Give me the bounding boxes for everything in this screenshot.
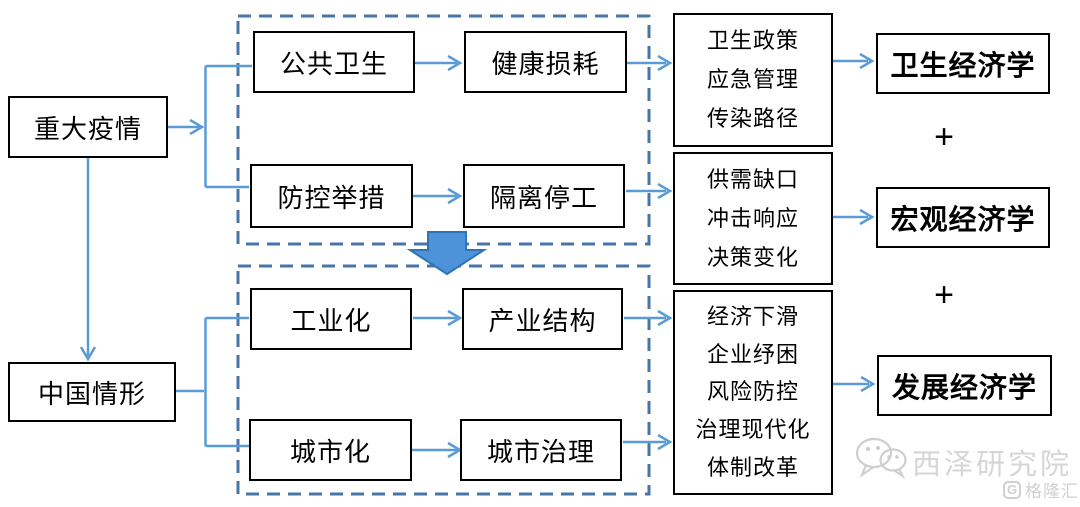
watermark-gelonghui-label: 格隆汇: [1025, 482, 1079, 501]
impact-line: 企业纾困: [706, 341, 799, 367]
impact-box-development: 经济下滑 企业纾困 风险防控 治理现代化 体制改革: [673, 290, 833, 495]
arrows: [79, 52, 876, 459]
impact-line: 卫生政策: [706, 27, 799, 53]
impact-line: 体制改革: [706, 455, 799, 481]
node-control-measures: 防控举措: [250, 164, 413, 228]
watermark-gelonghui: G 格隆汇: [1003, 477, 1079, 502]
impact-line: 传染路径: [706, 106, 799, 132]
node-urban-governance: 城市治理: [460, 419, 622, 481]
node-health-loss: 健康损耗: [464, 31, 627, 93]
impact-box-health: 卫生政策 应急管理 传染路径: [673, 13, 833, 147]
down-arrow-icon: [406, 231, 488, 276]
node-china: 中国情形: [8, 362, 176, 422]
node-urbanization: 城市化: [249, 419, 412, 481]
node-macroeconomics: 宏观经济学: [876, 187, 1050, 248]
impact-box-macro: 供需缺口 冲击响应 决策变化: [673, 152, 833, 285]
impact-line: 应急管理: [706, 66, 799, 92]
dashed-frame-bottom: [236, 264, 651, 496]
node-health-economics: 卫生经济学: [876, 33, 1050, 94]
impact-line: 供需缺口: [706, 166, 799, 192]
node-epidemic: 重大疫情: [8, 96, 168, 158]
node-industrial-structure: 产业结构: [462, 288, 623, 350]
impact-line: 治理现代化: [695, 417, 811, 443]
impact-line: 冲击响应: [706, 205, 799, 231]
node-development-economics: 发展经济学: [877, 355, 1052, 416]
node-industrialization: 工业化: [250, 288, 412, 350]
gelonghui-icon: G: [1003, 480, 1021, 499]
wechat-icon: [855, 437, 907, 480]
node-public-health: 公共卫生: [253, 31, 415, 93]
node-quarantine-shutdown: 隔离停工: [463, 164, 625, 228]
impact-line: 风险防控: [706, 379, 799, 405]
plus-sign: +: [934, 275, 954, 314]
impact-line: 经济下滑: [706, 303, 799, 329]
impact-line: 决策变化: [706, 244, 799, 270]
watermark-xize-label: 西泽研究院: [912, 449, 1073, 481]
plus-sign: +: [934, 117, 954, 156]
